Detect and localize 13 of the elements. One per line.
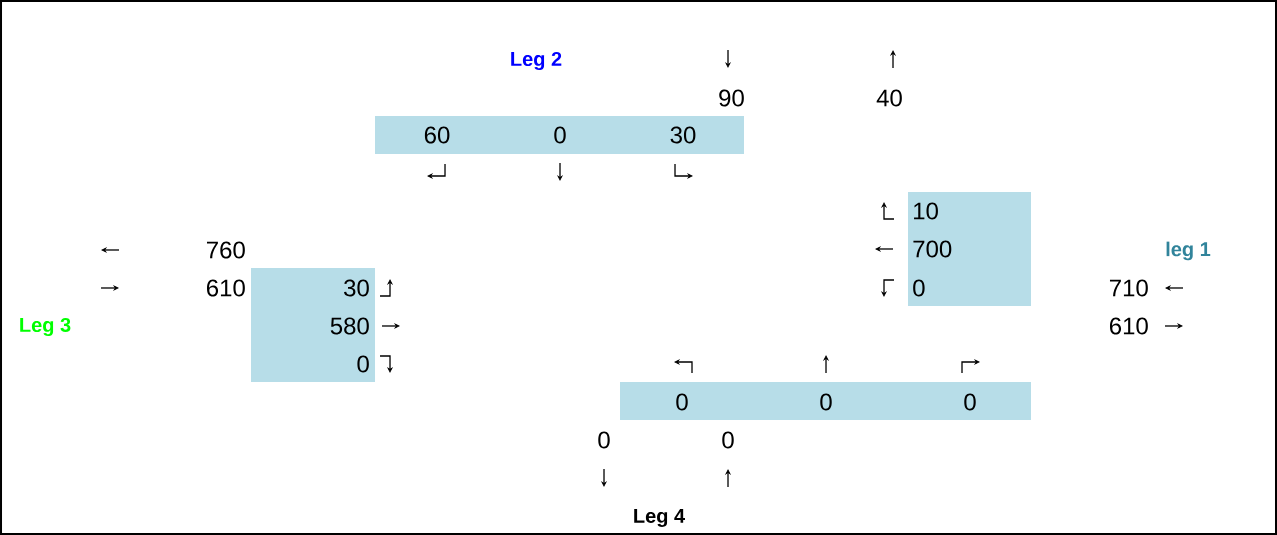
leg-label: Leg 4 xyxy=(634,509,685,527)
volume-band: 10 700 0 xyxy=(908,192,1031,306)
volume-band: 30 580 0 xyxy=(251,268,375,382)
volume-label: 40 xyxy=(876,89,902,107)
leg-label: leg 1 xyxy=(1166,241,1211,261)
volume-label: 610 xyxy=(1110,317,1148,335)
volume-label: 710 xyxy=(1110,279,1148,297)
volume-label: 0 xyxy=(598,431,610,449)
leg-label: Leg 3 xyxy=(20,317,71,337)
volume-label: 760 xyxy=(207,241,245,259)
volume-band: 0 0 0 xyxy=(620,382,1031,420)
volume-band: 60 0 30 xyxy=(375,116,744,154)
leg-label: Leg 2 xyxy=(511,51,562,71)
